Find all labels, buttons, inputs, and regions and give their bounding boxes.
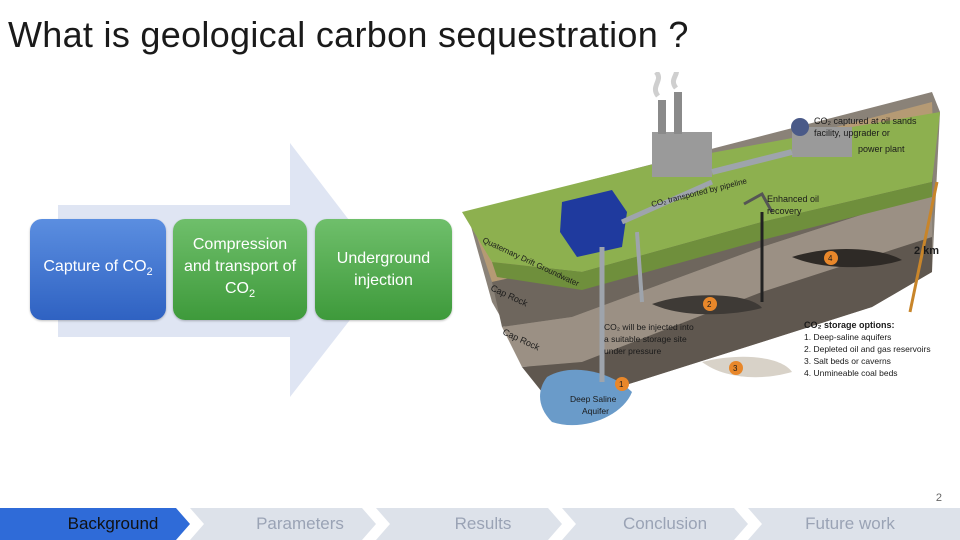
step-compression-transport: Compression and transport of CO2	[173, 219, 307, 320]
step-capture-co2: Capture of CO2	[30, 219, 166, 320]
svg-text:2. Depleted oil and gas reserv: 2. Depleted oil and gas reservoirs	[804, 344, 931, 354]
svg-text:4: 4	[828, 254, 833, 263]
svg-text:4. Unmineable coal beds: 4. Unmineable coal beds	[804, 368, 898, 378]
sequestration-diagram: CO₂ captured at oil sands facility, upgr…	[462, 72, 940, 426]
svg-text:1. Deep-saline aquifers: 1. Deep-saline aquifers	[804, 332, 891, 342]
svg-text:recovery: recovery	[767, 206, 802, 216]
svg-text:CO₂ captured at oil sands: CO₂ captured at oil sands	[814, 116, 917, 126]
svg-text:3: 3	[733, 364, 738, 373]
svg-text:2: 2	[707, 300, 712, 309]
nav-tab-background[interactable]: Background	[67, 514, 159, 533]
svg-text:1: 1	[619, 380, 624, 389]
svg-text:3. Salt beds or caverns: 3. Salt beds or caverns	[804, 356, 891, 366]
marker-4: 4	[824, 251, 838, 265]
slide-title: What is geological carbon sequestration …	[8, 14, 689, 55]
svg-text:Enhanced oil: Enhanced oil	[767, 194, 819, 204]
svg-text:power plant: power plant	[858, 144, 905, 154]
svg-text:a suitable storage site: a suitable storage site	[604, 334, 687, 344]
svg-text:Deep Saline: Deep Saline	[570, 394, 617, 404]
nav-tab-conclusion[interactable]: Conclusion	[622, 514, 708, 533]
svg-text:CO₂ storage options:: CO₂ storage options:	[804, 320, 895, 330]
page-number: 2	[935, 492, 942, 504]
nav-chevrons	[0, 508, 960, 540]
marker-2: 2	[703, 297, 717, 311]
nav-tab-parameters[interactable]: Parameters	[256, 514, 344, 533]
section-navigation: Background Parameters Results Conclusion…	[0, 508, 960, 540]
nav-tab-results[interactable]: Results	[454, 514, 512, 533]
svg-text:facility, upgrader or: facility, upgrader or	[814, 128, 890, 138]
nav-tab-future-work[interactable]: Future work	[805, 514, 895, 533]
marker-1: 1	[615, 377, 629, 391]
marker-3: 3	[729, 361, 743, 375]
svg-text:2 km: 2 km	[914, 245, 939, 257]
svg-text:Aquifer: Aquifer	[582, 406, 609, 416]
svg-text:CO₂ will be injected into: CO₂ will be injected into	[604, 322, 694, 332]
step-underground-injection: Underground injection	[315, 219, 452, 320]
svg-text:under pressure: under pressure	[604, 346, 661, 356]
